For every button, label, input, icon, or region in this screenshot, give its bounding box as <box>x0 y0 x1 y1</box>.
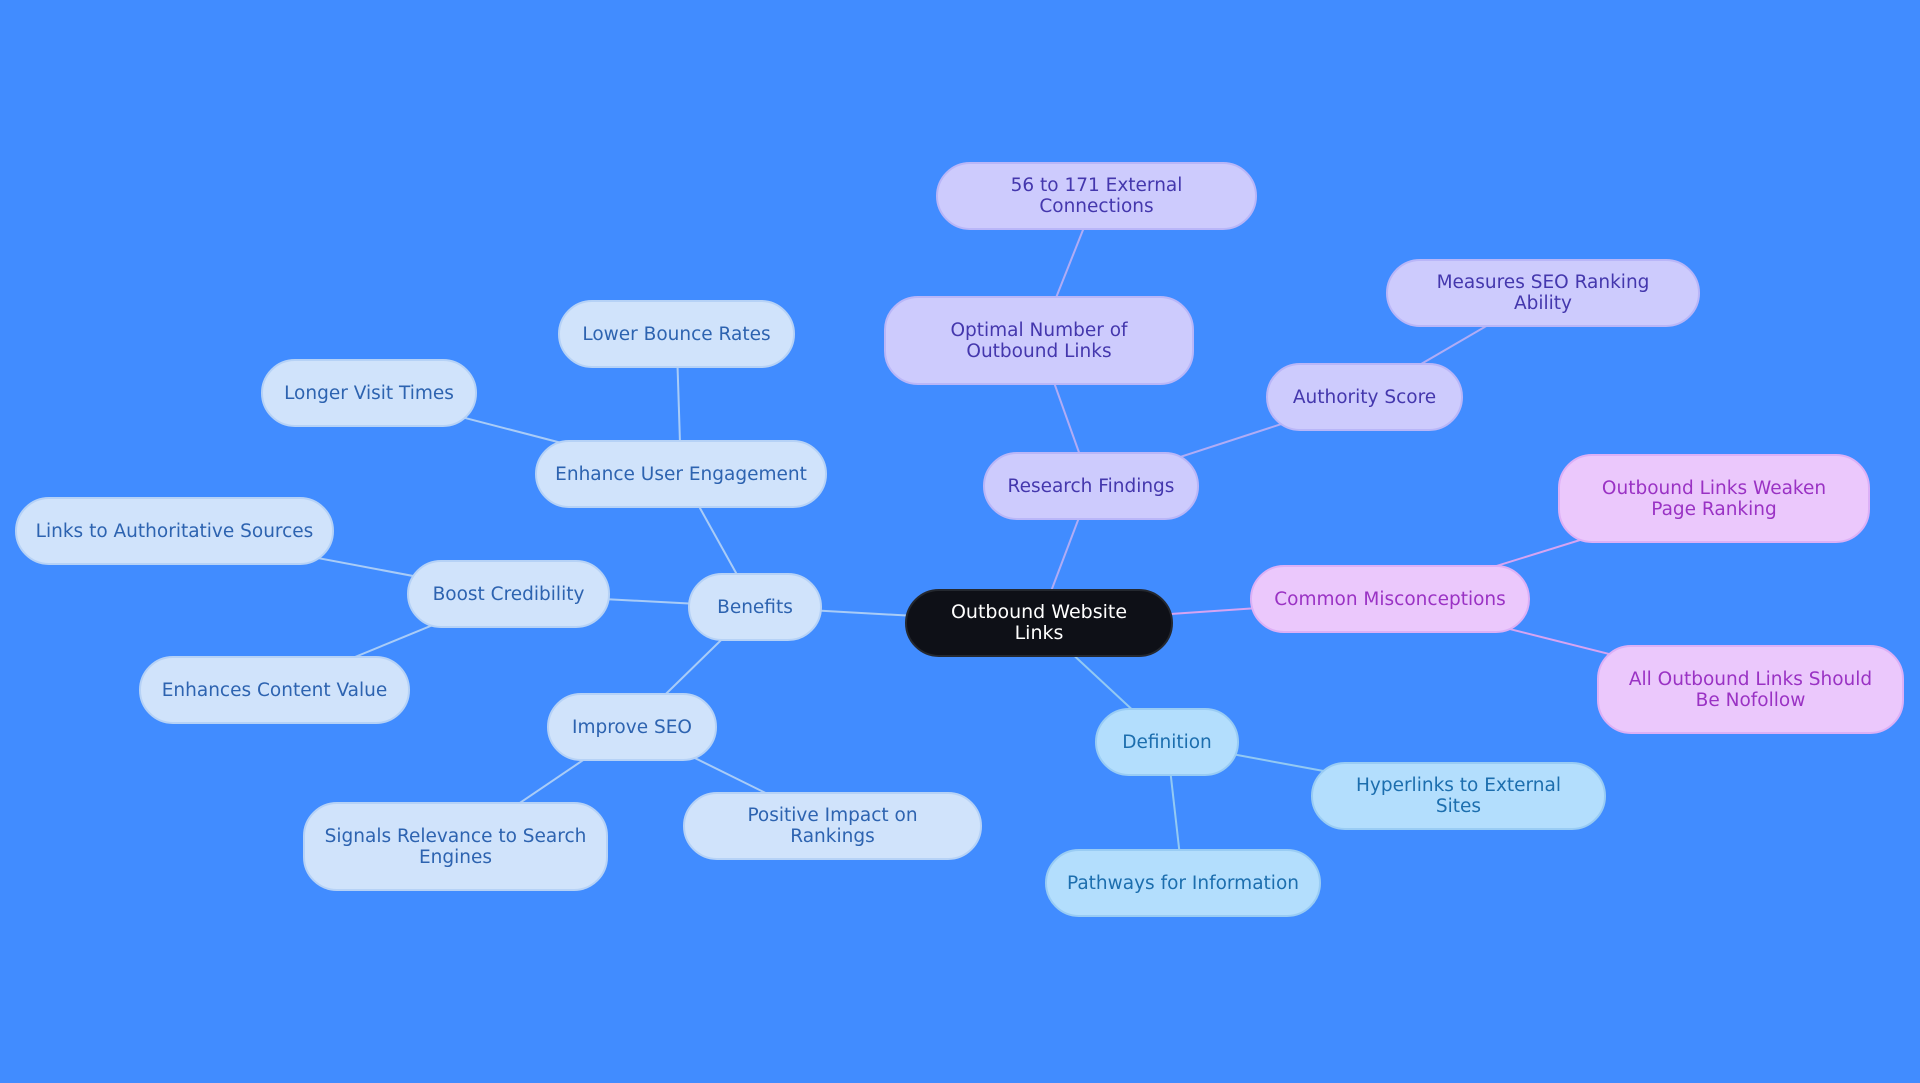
root-node[interactable]: Outbound Website Links <box>905 589 1173 657</box>
node-optimal-number-of-outbound-links[interactable]: Optimal Number of Outbound Links <box>884 296 1194 385</box>
node-links-to-authoritative-sources[interactable]: Links to Authoritative Sources <box>15 497 334 565</box>
node-outbound-links-weaken-page-ranking[interactable]: Outbound Links Weaken Page Ranking <box>1558 454 1870 543</box>
node-enhances-content-value[interactable]: Enhances Content Value <box>139 656 410 724</box>
node-benefits[interactable]: Benefits <box>688 573 822 641</box>
node-definition[interactable]: Definition <box>1095 708 1239 776</box>
node-hyperlinks-to-external-sites[interactable]: Hyperlinks to External Sites <box>1311 762 1606 830</box>
node-common-misconceptions[interactable]: Common Misconceptions <box>1250 565 1530 633</box>
node-longer-visit-times[interactable]: Longer Visit Times <box>261 359 477 427</box>
node-enhance-user-engagement[interactable]: Enhance User Engagement <box>535 440 827 508</box>
node-pathways-for-information[interactable]: Pathways for Information <box>1045 849 1321 917</box>
node-56-to-171-external-connections[interactable]: 56 to 171 External Connections <box>936 162 1257 230</box>
node-research-findings[interactable]: Research Findings <box>983 452 1199 520</box>
node-boost-credibility[interactable]: Boost Credibility <box>407 560 610 628</box>
node-improve-seo[interactable]: Improve SEO <box>547 693 717 761</box>
node-authority-score[interactable]: Authority Score <box>1266 363 1463 431</box>
node-positive-impact-on-rankings[interactable]: Positive Impact on Rankings <box>683 792 982 860</box>
node-signals-relevance[interactable]: Signals Relevance to Search Engines <box>303 802 608 891</box>
node-all-outbound-links-should-be-nofollow[interactable]: All Outbound Links Should Be Nofollow <box>1597 645 1904 734</box>
node-lower-bounce-rates[interactable]: Lower Bounce Rates <box>558 300 795 368</box>
node-measures-seo-ranking-ability[interactable]: Measures SEO Ranking Ability <box>1386 259 1700 327</box>
